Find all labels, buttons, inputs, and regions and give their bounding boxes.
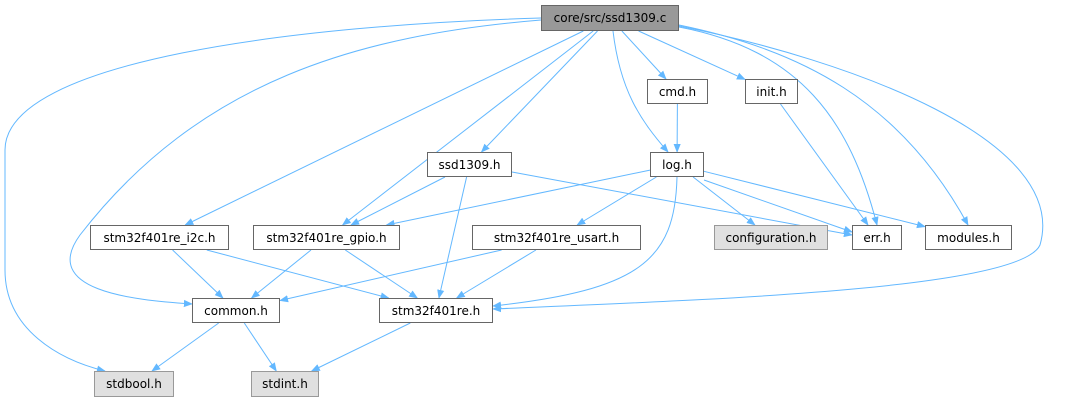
node-cmd-h[interactable]: cmd.h <box>647 79 708 104</box>
edge-i2c-to-stm <box>206 249 390 300</box>
edge-root-to-common <box>69 19 542 308</box>
edge-root-to-stdbool <box>4 17 542 373</box>
node-stm32f401re-gpio-h[interactable]: stm32f401re_gpio.h <box>253 225 400 250</box>
edge-log-to-conf <box>692 176 756 226</box>
node-err-h[interactable]: err.h <box>852 225 902 250</box>
node-core-src-ssd1309-c: core/src/ssd1309.c <box>541 5 679 31</box>
edge-ssd-to-err <box>511 171 853 238</box>
node-init-h[interactable]: init.h <box>745 79 798 104</box>
edge-root-to-ssd <box>480 30 598 153</box>
edge-root-to-init <box>638 30 746 80</box>
edge-gpio-to-common <box>250 249 312 299</box>
edge-log-to-stm <box>492 176 678 309</box>
node-configuration-h: configuration.h <box>714 225 828 250</box>
edge-log-to-gpio <box>385 169 651 227</box>
edge-root-to-stm <box>492 25 1044 313</box>
edge-stm-to-stdint <box>310 322 411 372</box>
node-stm32f401re-i2c-h[interactable]: stm32f401re_i2c.h <box>90 225 229 250</box>
edge-log-to-usart <box>576 176 657 226</box>
node-stm32f401re-h[interactable]: stm32f401re.h <box>379 298 493 323</box>
edge-root-to-err <box>678 26 879 226</box>
node-stdint-h: stdint.h <box>251 371 319 397</box>
edge-i2c-to-common <box>172 249 224 299</box>
edge-init-to-err <box>780 103 869 226</box>
edge-usart-to-stm <box>455 249 537 299</box>
edge-common-to-stdint <box>243 322 277 372</box>
node-stdbool-h: stdbool.h <box>94 371 174 397</box>
node-stm32f401re-usart-h[interactable]: stm32f401re_usart.h <box>472 225 641 250</box>
edge-root-to-gpio <box>341 30 594 226</box>
edge-usart-to-common <box>279 249 502 303</box>
edge-ssd-to-stm <box>437 176 468 299</box>
edge-root-to-mod <box>678 24 969 226</box>
edge-gpio-to-stm <box>345 249 419 299</box>
edge-log-to-err <box>703 179 853 233</box>
node-ssd1309-h[interactable]: ssd1309.h <box>427 152 512 177</box>
edge-root-to-cmd <box>621 30 667 80</box>
edge-root-to-log <box>612 30 669 153</box>
edge-common-to-stdbool <box>151 322 219 372</box>
node-log-h[interactable]: log.h <box>650 152 704 177</box>
edge-ssd-to-gpio <box>350 176 446 226</box>
edge-log-to-mod <box>703 170 926 229</box>
edge-root-to-i2c <box>184 30 584 226</box>
node-modules-h[interactable]: modules.h <box>925 225 1012 250</box>
node-common-h[interactable]: common.h <box>192 298 280 323</box>
